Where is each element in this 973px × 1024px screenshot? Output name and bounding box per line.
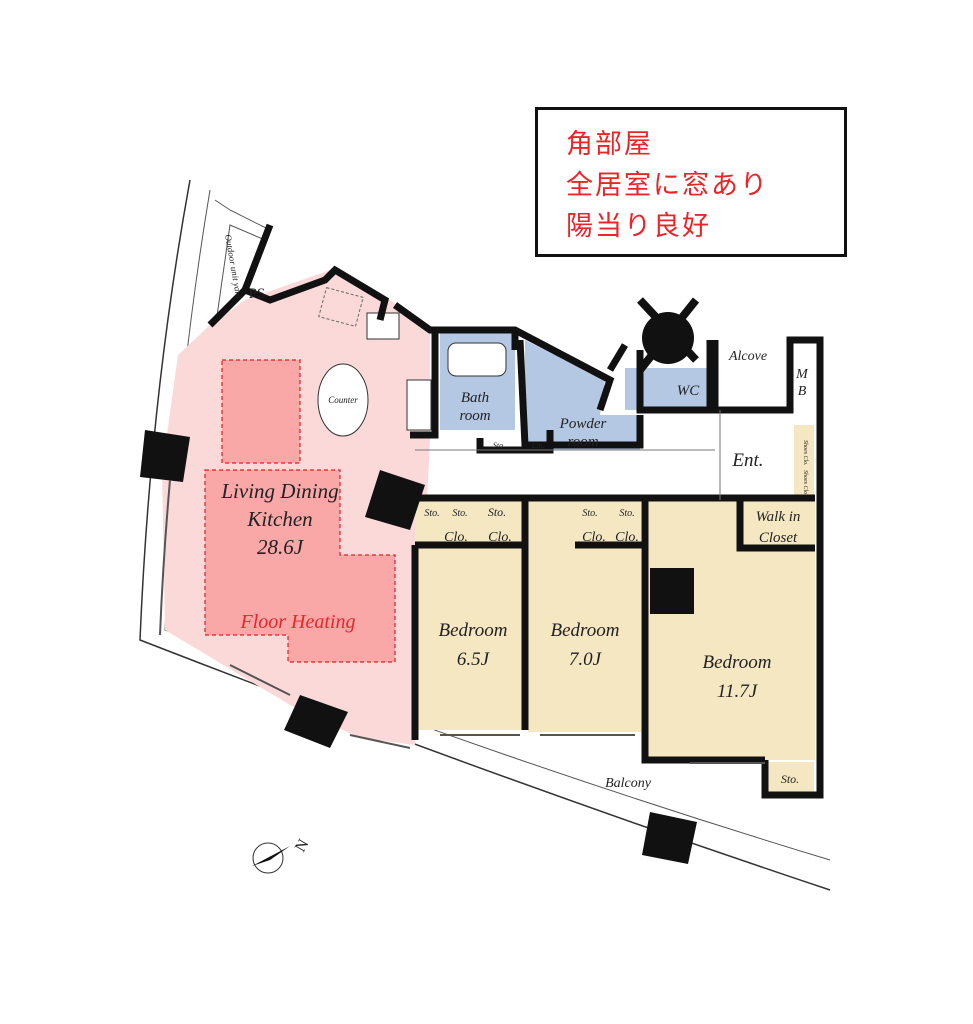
bedroom-2-size: 7.0J (569, 649, 603, 670)
closet-label: Clo. (582, 530, 606, 545)
counter-label: Counter (328, 395, 358, 405)
ldk-label: Living Dining (220, 479, 338, 503)
storage-label: Sto. (488, 505, 506, 519)
bedroom-3 (648, 500, 815, 760)
heating-zone (221, 359, 301, 464)
ps-label: PS (249, 286, 266, 302)
note-line: 角部屋 (566, 129, 653, 160)
sink (406, 379, 432, 431)
counter (317, 363, 369, 437)
powder-label: room (567, 434, 598, 450)
ldk-label: Kitchen (246, 507, 312, 531)
bedroom-1-label: Bedroom (439, 620, 508, 641)
bedroom-2-label: Bedroom (551, 620, 620, 641)
ldk-size: 28.6J (257, 535, 305, 559)
stove (366, 312, 400, 340)
storage-label: Sto. (452, 508, 467, 519)
storage (768, 762, 814, 794)
storage-label: Sto. (582, 508, 597, 519)
shoe-closet (794, 425, 814, 497)
mb-label: M (795, 367, 809, 382)
closet-label: Clo. (444, 530, 468, 545)
wic-label: Closet (759, 530, 798, 546)
balcony-label: Balcony (605, 776, 652, 791)
bedroom-2 (528, 500, 641, 732)
powder-label: Powder (559, 416, 607, 432)
site-boundary (139, 179, 831, 891)
bedroom-3-label: Bedroom (703, 652, 772, 673)
columns (140, 297, 700, 864)
storage-label: Sto. (781, 772, 799, 786)
storage-label: Sto. (493, 441, 505, 450)
walls (207, 223, 824, 799)
closet-label: Clo. (615, 530, 639, 545)
selling-points-box: 角部屋 全居室に窓あり 陽当り良好 (535, 107, 847, 257)
linen-label: Lin. (531, 441, 545, 450)
note-line: 全居室に窓あり (566, 170, 769, 201)
shoe-closet-label: Shoes Clo. (802, 440, 808, 466)
alcove-label: Alcove (728, 349, 767, 364)
wc-label: WC (677, 383, 700, 399)
powder-room (525, 340, 640, 450)
bedroom-3-size: 11.7J (717, 681, 759, 702)
outdoor-unit-yard-label: Outdoor unit yard (223, 234, 244, 300)
storage-label: Sto. (424, 508, 439, 519)
floor-heating-label: Floor Heating (240, 611, 356, 633)
bath-label: room (459, 408, 490, 424)
entrance-label: Ent. (731, 450, 763, 471)
shoe-closet-label: Shoes Clo. (802, 470, 808, 496)
bedroom-1 (415, 548, 525, 730)
mb-label: B (798, 384, 807, 399)
windows (159, 479, 765, 764)
bedroom-1-size: 6.5J (457, 649, 491, 670)
closet-label: Clo. (488, 530, 512, 545)
wic-label: Walk in (756, 509, 801, 525)
storage-label: Sto. (619, 508, 634, 519)
north-label: N (292, 836, 313, 855)
note-line: 陽当り良好 (566, 211, 711, 242)
heating-zone (204, 469, 396, 663)
north-compass: N (252, 836, 313, 874)
bath-label: Bath (461, 390, 489, 406)
